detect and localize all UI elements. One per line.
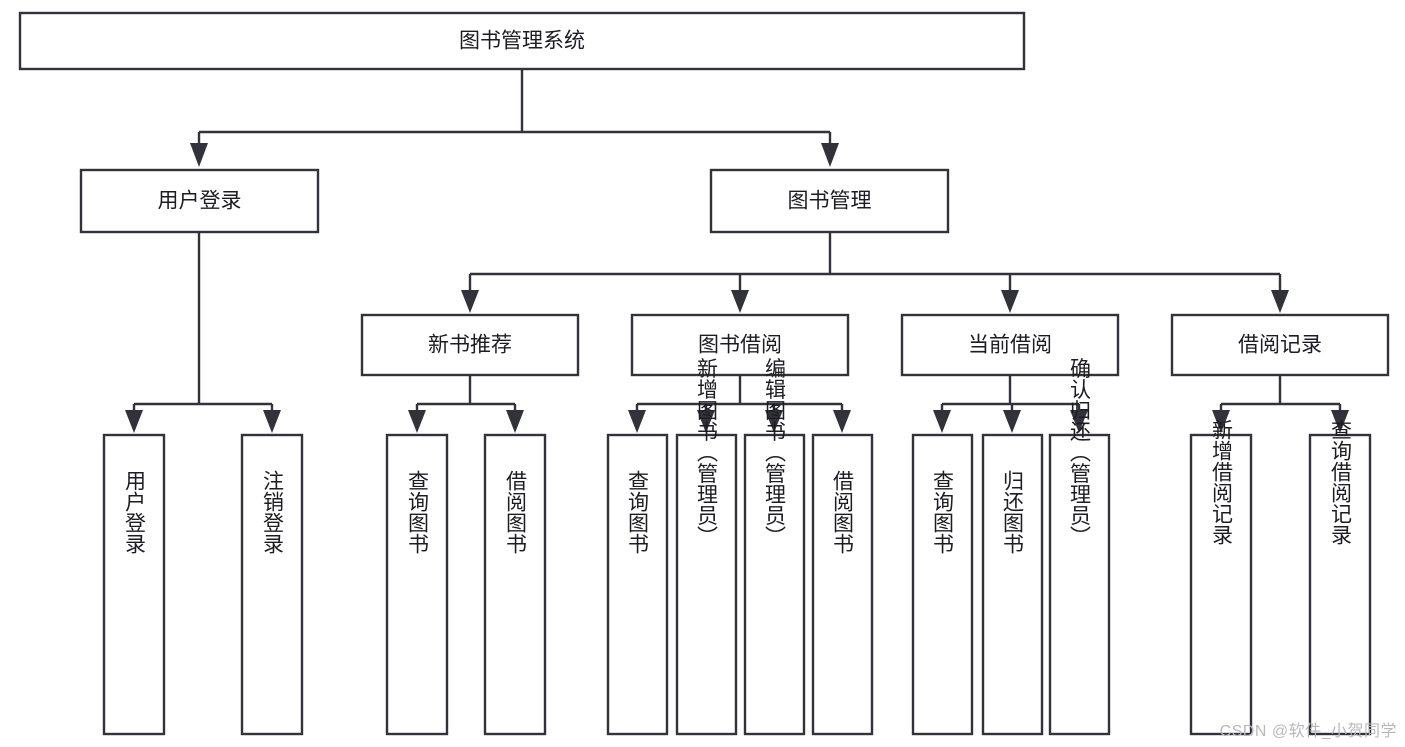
leaf-confirm-return-label: 确认归还（管理员） (1068, 358, 1092, 547)
leaf-query-book-1[interactable]: 查询图书 (385, 433, 449, 736)
leaf-user-logout[interactable]: 注销登录 (240, 433, 304, 736)
leaf-query-book-3-label: 查询图书 (931, 470, 955, 554)
leaf-query-book-3-box[interactable] (911, 433, 974, 736)
leaf-query-book-2-box[interactable] (606, 433, 669, 736)
node-root-label: 图书管理系统 (459, 30, 585, 53)
leaf-edit-book[interactable]: 编辑图书（管理员） (743, 358, 806, 736)
leaf-query-book-1-box[interactable] (385, 433, 449, 736)
leaf-user-logout-label: 注销登录 (261, 470, 285, 554)
leaf-borrow-book-1-box[interactable] (483, 433, 547, 736)
leaf-add-book-box[interactable] (675, 433, 738, 736)
node-book-borrow-label: 图书借阅 (698, 334, 782, 357)
node-book-manage-label: 图书管理 (788, 190, 872, 213)
leaf-add-book-label: 新增图书（管理员） (695, 358, 719, 547)
leaf-borrow-book-1-label: 借阅图书 (504, 470, 528, 554)
node-current-borrow[interactable]: 当前借阅 (900, 313, 1120, 377)
leaf-borrow-book-2-label: 借阅图书 (831, 470, 855, 554)
leaf-add-record-box[interactable] (1189, 433, 1253, 736)
leaf-return-book-label: 归还图书 (1001, 470, 1025, 554)
leaf-query-book-1-label: 查询图书 (406, 470, 430, 554)
arrow-head-new-book-rec (461, 290, 479, 313)
arrow-head-book-borrow (731, 290, 749, 313)
node-root-box[interactable] (18, 11, 1026, 71)
connector-layer (125, 69, 1349, 433)
node-book-borrow-box[interactable] (630, 313, 850, 377)
leaf-user-login-label: 用户登录 (123, 470, 147, 554)
leaf-confirm-return[interactable]: 确认归还（管理员） (1048, 358, 1111, 736)
arrow-head-leaf-query-book-3 (933, 410, 951, 433)
csdn-watermark: CSDN @软件_小贺同学 (1219, 723, 1397, 740)
arrow-head-borrow-record (1271, 290, 1289, 313)
leaf-query-record-box[interactable] (1308, 433, 1372, 736)
node-user-login-box[interactable] (79, 168, 320, 234)
leaf-query-book-2[interactable]: 查询图书 (606, 433, 669, 736)
arrow-head-leaf-return-book (1003, 410, 1021, 433)
leaf-user-login-box[interactable] (102, 433, 166, 736)
node-book-manage[interactable]: 图书管理 (709, 168, 950, 234)
arrow-head-user-login (190, 143, 208, 167)
node-user-login-label: 用户登录 (158, 190, 242, 213)
leaf-borrow-book-2-box[interactable] (811, 433, 874, 736)
node-current-borrow-label: 当前借阅 (968, 334, 1052, 357)
arrow-head-book-manage (821, 143, 839, 167)
leaf-edit-book-label: 编辑图书（管理员） (763, 358, 787, 547)
arrow-head-leaf-borrow-book-2 (833, 410, 851, 433)
arrow-head-leaf-query-book-2 (628, 410, 646, 433)
leaf-return-book[interactable]: 归还图书 (981, 433, 1044, 736)
node-book-manage-box[interactable] (709, 168, 950, 234)
node-current-borrow-box[interactable] (900, 313, 1120, 377)
arrow-head-leaf-edit-book (765, 410, 783, 433)
node-book-borrow[interactable]: 图书借阅 (630, 313, 850, 377)
leaf-query-record-label: 查询借阅记录 (1329, 419, 1353, 545)
arrow-head-leaf-query-book-1 (408, 410, 426, 433)
leaf-borrow-book-2[interactable]: 借阅图书 (811, 433, 874, 736)
node-borrow-record-box[interactable] (1170, 313, 1390, 377)
arrow-head-leaf-query-record (1331, 410, 1349, 433)
leaf-query-book-2-label: 查询图书 (626, 470, 650, 554)
leaf-add-record[interactable]: 新增借阅记录 (1189, 419, 1253, 736)
leaf-user-logout-box[interactable] (240, 433, 304, 736)
leaf-edit-book-box[interactable] (743, 433, 806, 736)
arrow-head-leaf-confirm-return (1070, 410, 1088, 433)
node-new-book-rec[interactable]: 新书推荐 (360, 313, 580, 377)
leaf-user-login[interactable]: 用户登录 (102, 433, 166, 736)
leaf-confirm-return-box[interactable] (1048, 433, 1111, 736)
leaf-query-book-3[interactable]: 查询图书 (911, 433, 974, 736)
leaf-query-record[interactable]: 查询借阅记录 (1308, 419, 1372, 736)
arrow-head-current-borrow (1001, 290, 1019, 313)
node-new-book-rec-label: 新书推荐 (428, 334, 512, 357)
arrow-head-leaf-borrow-book-1 (506, 410, 524, 433)
node-borrow-record-label: 借阅记录 (1238, 334, 1322, 357)
leaf-return-book-box[interactable] (981, 433, 1044, 736)
leaf-add-record-label: 新增借阅记录 (1210, 419, 1234, 545)
node-user-login[interactable]: 用户登录 (79, 168, 320, 234)
arrow-head-leaf-user-login (125, 410, 143, 433)
arrow-head-leaf-add-record (1212, 410, 1230, 433)
arrow-head-leaf-user-logout (263, 410, 281, 433)
leaf-add-book[interactable]: 新增图书（管理员） (675, 358, 738, 736)
node-root[interactable]: 图书管理系统 (18, 11, 1026, 71)
leaf-borrow-book-1[interactable]: 借阅图书 (483, 433, 547, 736)
node-new-book-rec-box[interactable] (360, 313, 580, 377)
node-borrow-record[interactable]: 借阅记录 (1170, 313, 1390, 377)
arrow-head-leaf-add-book (697, 410, 715, 433)
